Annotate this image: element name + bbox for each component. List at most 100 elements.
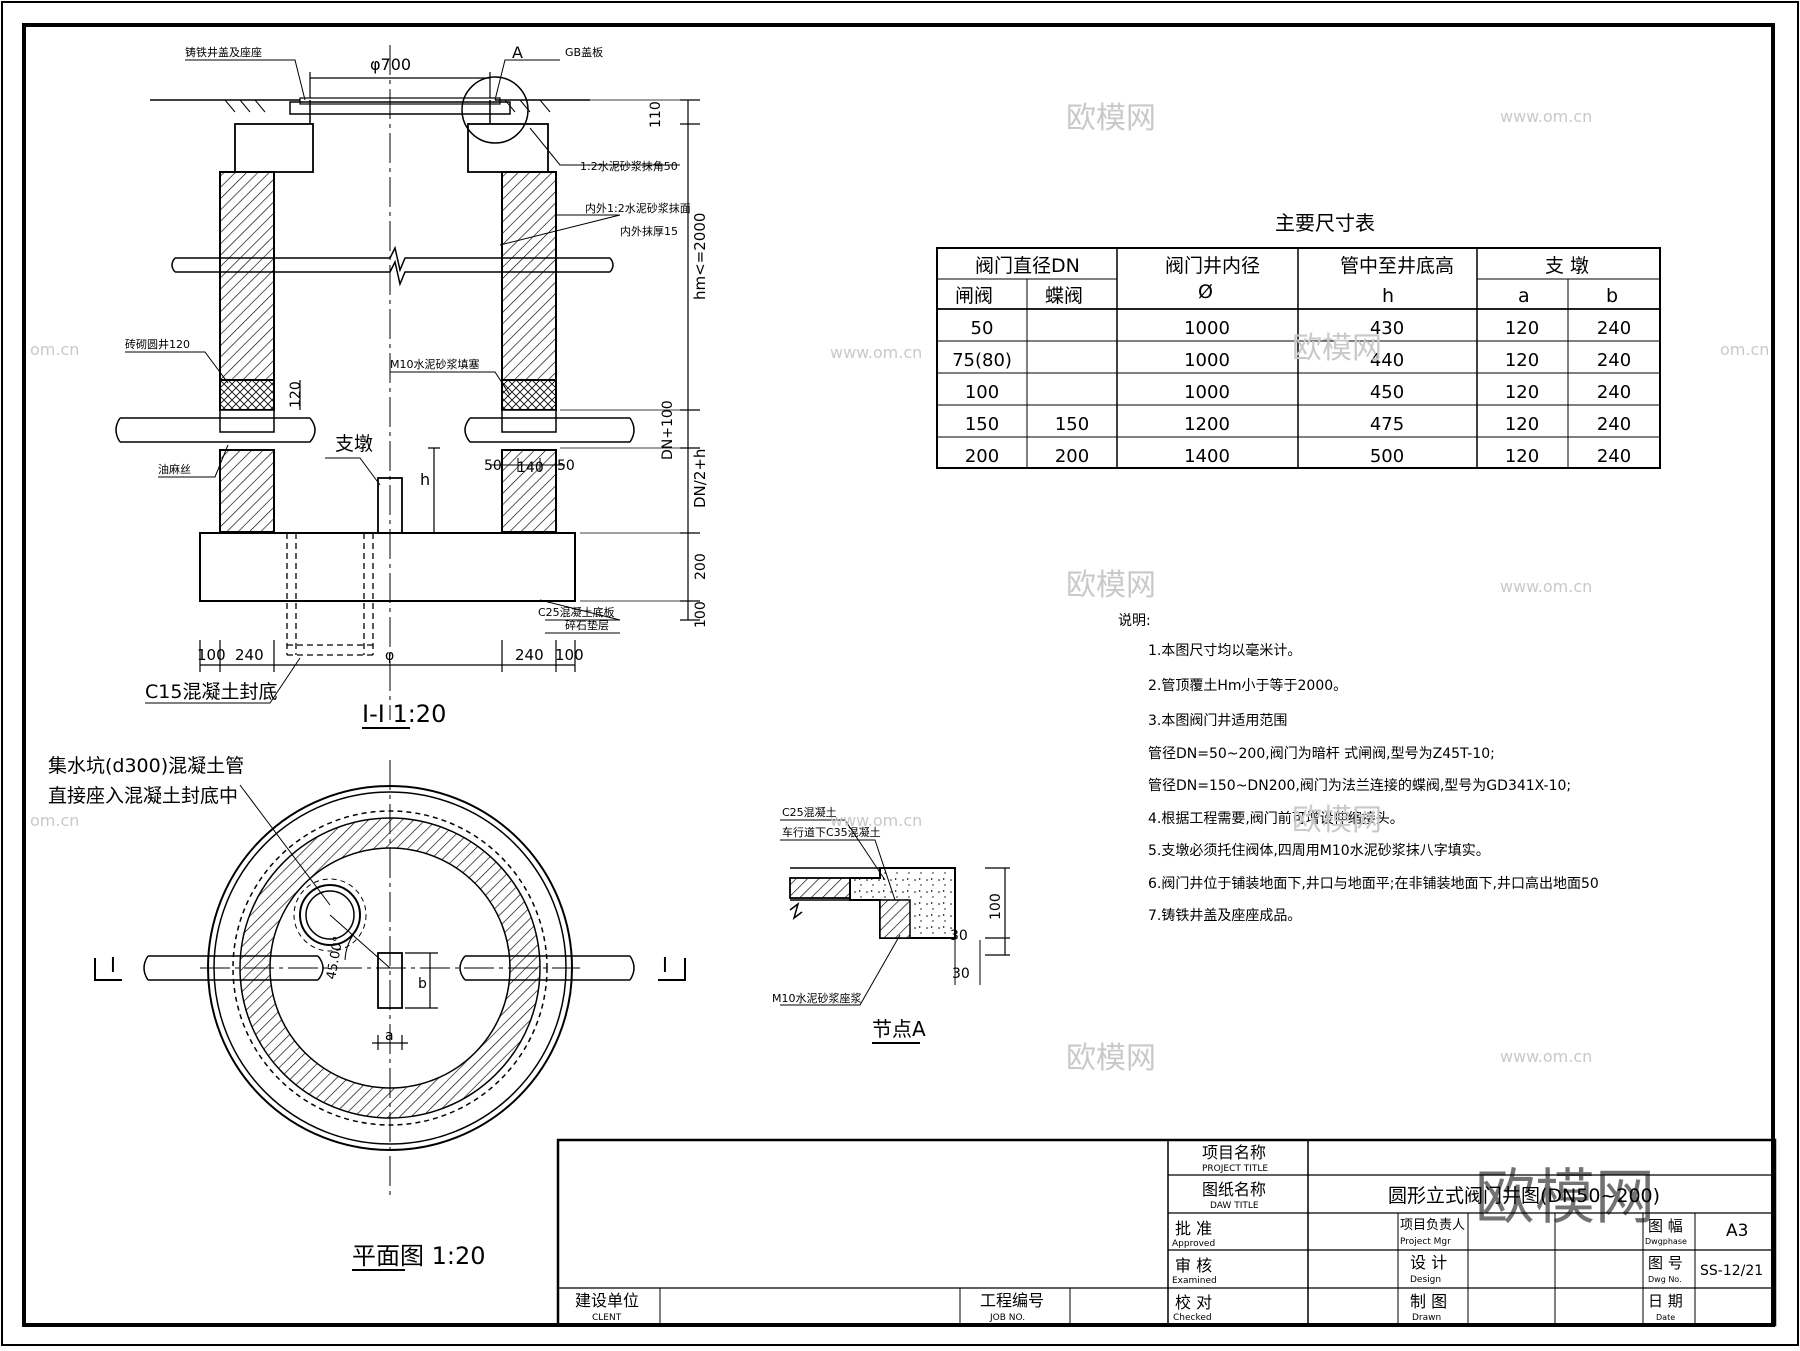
table-cell: 1000 bbox=[1184, 350, 1230, 371]
tb-job-en: JOB NO. bbox=[989, 1313, 1025, 1323]
dim-phi700: φ700 bbox=[370, 55, 411, 74]
node-title: 节点A bbox=[872, 1017, 926, 1041]
table-cell: 1000 bbox=[1184, 382, 1230, 403]
label-oilhemp: 油麻丝 bbox=[158, 462, 191, 476]
note-6: 4.根据工程需要,阀门前可增设伸缩接头。 bbox=[1148, 810, 1404, 827]
th-valve-dn: 阀门直径DN bbox=[975, 255, 1080, 277]
dim-a: a bbox=[385, 1028, 394, 1044]
th-pipe-h: 管中至井底高 bbox=[1340, 255, 1454, 277]
tb-job-cn: 工程编号 bbox=[980, 1291, 1044, 1310]
table-cell: 120 bbox=[1505, 382, 1539, 403]
tb-draw-title-en: DAW TITLE bbox=[1210, 1201, 1259, 1211]
cut-mark-left: I bbox=[110, 953, 116, 977]
tb-approved-en: Approved bbox=[1172, 1239, 1215, 1249]
table-cell: 50 bbox=[971, 318, 994, 339]
watermark-site-4: www.om.cn bbox=[1500, 577, 1592, 596]
node-m10: M10水泥砂浆座浆 bbox=[772, 991, 862, 1005]
watermark-brand-5: 欧模网 bbox=[1066, 1041, 1156, 1076]
section-text: φ700 A 铸铁井盖及座座 GB盖板 1:2水泥砂浆抹角50 内外1:2水泥砂… bbox=[125, 43, 709, 728]
watermark-site-5: www.om.cn bbox=[830, 811, 922, 830]
table-cell: 240 bbox=[1597, 318, 1631, 339]
tb-drawing-name: 圆形立式阀门井图(DN50~200) bbox=[1388, 1185, 1660, 1207]
tb-dwgno-en: Dwg No. bbox=[1648, 1275, 1682, 1284]
dim-120: 120 bbox=[288, 381, 304, 408]
tb-draw-title-cn: 图纸名称 bbox=[1202, 1180, 1266, 1199]
section-view bbox=[115, 45, 700, 729]
table-cell: 1000 bbox=[1184, 318, 1230, 339]
th-b: b bbox=[1606, 285, 1618, 307]
label-plaster15: 内外抹厚15 bbox=[620, 224, 678, 238]
note-7: 5.支墩必须托住阀体,四周用M10水泥砂浆抹八字填实。 bbox=[1148, 843, 1490, 859]
detail-A-label: A bbox=[512, 43, 523, 62]
tb-project-title-cn: 项目名称 bbox=[1202, 1143, 1266, 1162]
label-gravel: 碎石垫层 bbox=[565, 618, 609, 632]
note-9: 7.铸铁井盖及座座成品。 bbox=[1148, 908, 1301, 924]
note-5: 管径DN=150~DN200,阀门为法兰连接的蝶阀,型号为GD341X-10; bbox=[1148, 777, 1571, 794]
node-c35: 车行道下C35混凝土 bbox=[782, 825, 881, 839]
tb-phase-val: A3 bbox=[1726, 1221, 1748, 1241]
th-pier: 支 墩 bbox=[1545, 255, 1589, 277]
tb-drawn-en: Drawn bbox=[1412, 1313, 1441, 1323]
dim-h: h bbox=[420, 470, 430, 489]
label-brick: 砖砌圆井120 bbox=[125, 337, 190, 351]
dim-140: 140 bbox=[517, 460, 544, 476]
th-pipe-h-sym: h bbox=[1382, 285, 1394, 307]
note-1: 1.本图尺寸均以毫米计。 bbox=[1148, 642, 1301, 659]
tb-mgr-cn: 项目负责人 bbox=[1400, 1218, 1465, 1233]
th-inner: 阀门井内径 bbox=[1165, 255, 1260, 277]
table-cell: 1200 bbox=[1184, 414, 1230, 435]
plan-text: 集水坑(d300)混凝土管 直接座入混凝土封底中 I I 45.00° a b … bbox=[48, 755, 668, 1270]
table-cell: 120 bbox=[1505, 446, 1539, 467]
note-2: 2.管顶覆土Hm小于等于2000。 bbox=[1148, 677, 1347, 694]
tb-project-title-en: PROJECT TITLE bbox=[1202, 1164, 1268, 1174]
table-cell: 150 bbox=[965, 414, 999, 435]
tb-phase-en: Dwgphase bbox=[1645, 1237, 1687, 1246]
dim-100v: 100 bbox=[693, 601, 709, 628]
dim-dn2h: DN/2+h bbox=[691, 449, 709, 508]
table-cell: 240 bbox=[1597, 414, 1631, 435]
table-cell: 120 bbox=[1505, 318, 1539, 339]
node-dim-30b: 30 bbox=[952, 966, 970, 982]
tb-phase-cn: 图 幅 bbox=[1648, 1217, 1683, 1235]
tb-checked-cn: 校 对 bbox=[1175, 1293, 1212, 1312]
th-gate: 闸阀 bbox=[955, 285, 993, 307]
watermark-brand-3: 欧模网 bbox=[1066, 568, 1156, 603]
watermark-site-7: om.cn bbox=[30, 340, 79, 359]
watermark-brand-1: 欧模网 bbox=[1066, 101, 1156, 136]
table-cell: 200 bbox=[1055, 446, 1089, 467]
label-cover: 铸铁井盖及座座 bbox=[185, 45, 262, 59]
label-m10: M10水泥砂浆填塞 bbox=[390, 357, 480, 371]
table-cell: 440 bbox=[1370, 350, 1404, 371]
table-cell: 1400 bbox=[1184, 446, 1230, 467]
note-3: 3.本图阀门井适用范围 bbox=[1148, 712, 1287, 729]
node-dim-30a: 30 bbox=[950, 928, 968, 944]
table-cell: 500 bbox=[1370, 446, 1404, 467]
notes: 说明: 1.本图尺寸均以毫米计。 2.管顶覆土Hm小于等于2000。 3.本图阀… bbox=[1118, 613, 1599, 924]
table-cell: 240 bbox=[1597, 350, 1631, 371]
plan-view bbox=[94, 760, 686, 1271]
th-inner-sym: Ø bbox=[1198, 281, 1213, 303]
tb-mgr-en: Project Mgr bbox=[1400, 1237, 1451, 1247]
tb-checked-en: Checked bbox=[1173, 1313, 1212, 1323]
tb-client-en: CLENT bbox=[592, 1313, 622, 1323]
table-cell: 100 bbox=[965, 382, 999, 403]
note-8: 6.阀门井位于铺装地面下,井口与地面平;在非铺装地面下,井口高出地面50 bbox=[1148, 875, 1599, 892]
label-plaster: 内外1:2水泥砂浆抹面 bbox=[585, 201, 691, 215]
plan-note-1: 集水坑(d300)混凝土管 bbox=[48, 755, 244, 777]
watermark-big: 欧模网 bbox=[1475, 1163, 1655, 1233]
dim-dn100: DN+100 bbox=[660, 400, 676, 460]
tb-approved-cn: 批 准 bbox=[1175, 1219, 1212, 1238]
dim-b: b bbox=[418, 976, 427, 992]
table-cell: 240 bbox=[1597, 446, 1631, 467]
title-block bbox=[556, 1138, 1777, 1327]
label-mortar50: 1:2水泥砂浆抹角50 bbox=[580, 159, 678, 173]
table-title: 主要尺寸表 bbox=[1275, 211, 1375, 235]
watermark-site-2: www.om.cn bbox=[830, 343, 922, 362]
title-block-text: 项目名称 PROJECT TITLE 图纸名称 DAW TITLE 圆形立式阀门… bbox=[575, 1143, 1763, 1323]
tb-dwgno-cn: 图 号 bbox=[1648, 1254, 1683, 1272]
plan-title: 平面图 1:20 bbox=[352, 1242, 486, 1270]
table-cell: 475 bbox=[1370, 414, 1404, 435]
